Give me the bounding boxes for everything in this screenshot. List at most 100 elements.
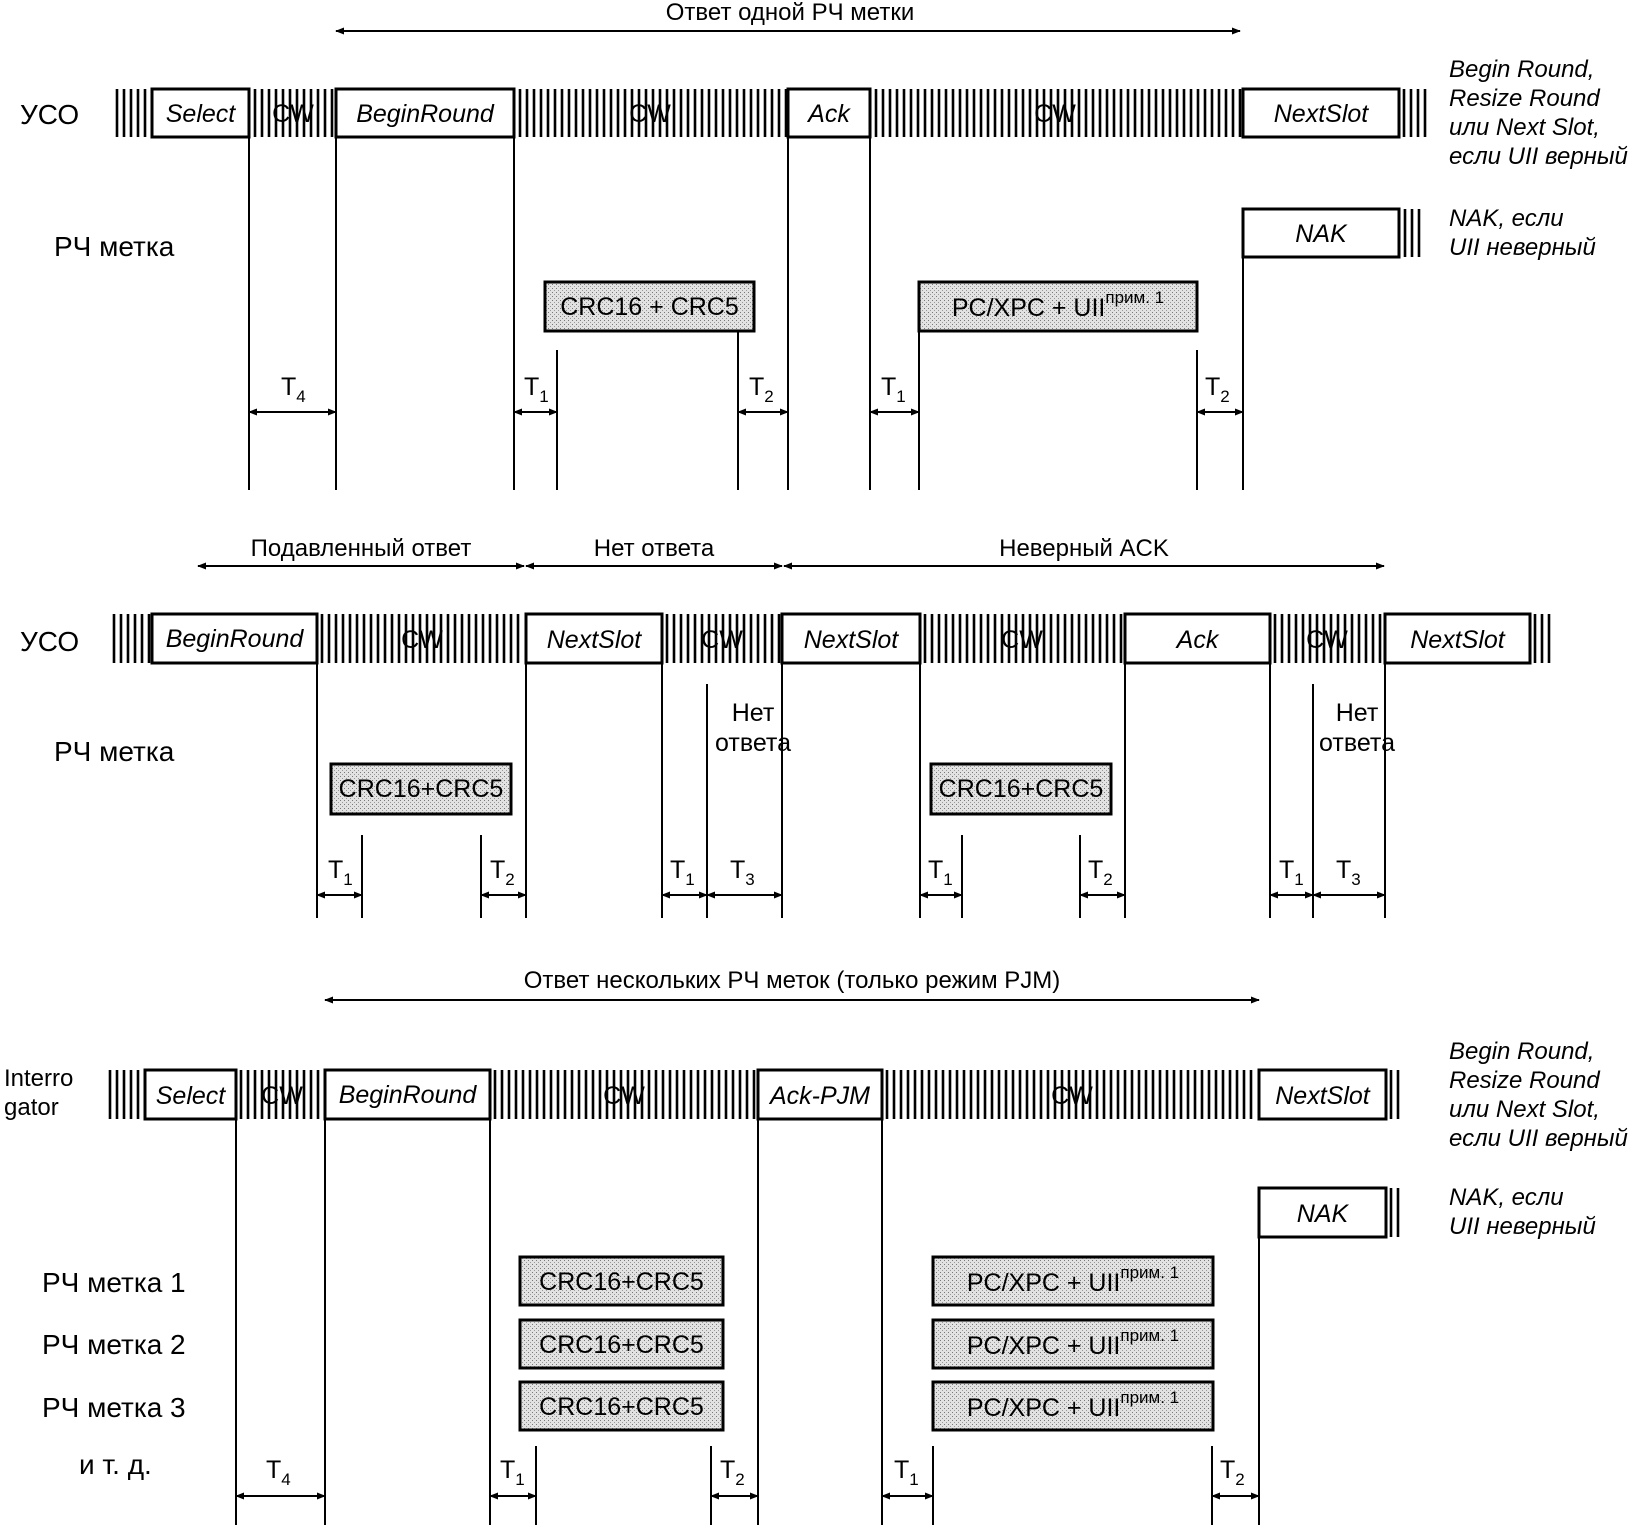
timing-t1: T1 (316, 856, 363, 899)
svg-text:CRC16+CRC5: CRC16+CRC5 (339, 775, 504, 803)
svg-text:NAK, если: NAK, если (1449, 205, 1564, 232)
cw-label: CW (1306, 626, 1348, 654)
svg-text:NAK: NAK (1295, 220, 1348, 248)
cw-label: CW (701, 626, 743, 654)
no-response-header: Нет ответа (594, 535, 715, 562)
svg-text:CRC16+CRC5: CRC16+CRC5 (939, 775, 1104, 803)
cw-label: CW (401, 626, 443, 654)
cw-label: CW (1001, 626, 1043, 654)
svg-text:BeginRound: BeginRound (166, 625, 305, 653)
tag-1-crc-response: CRC16+CRC5 (518, 1255, 725, 1307)
svg-text:T2: T2 (720, 1456, 745, 1489)
svg-text:CRC16+CRC5: CRC16+CRC5 (539, 1393, 704, 1421)
svg-text:T3: T3 (730, 856, 755, 889)
timing-t2: T2 (1211, 1456, 1260, 1500)
panel-multi-tag: Ответ нескольких РЧ меток (только режим … (4, 967, 1628, 1500)
svg-text:T1: T1 (881, 373, 906, 406)
timing-t2: T2 (710, 1456, 759, 1500)
svg-text:Resize Round: Resize Round (1449, 1067, 1600, 1094)
svg-text:T4: T4 (281, 373, 306, 406)
tag-2-pc-uii-response: PC/XPC + UIIприм. 1 (931, 1318, 1215, 1370)
next-slot-command: NextSlot (1383, 612, 1532, 665)
next-slot-command: NextSlot (524, 612, 664, 665)
suppressed-header: Подавленный ответ (251, 535, 472, 562)
cw-label: CW (629, 100, 671, 128)
begin-round-command: BeginRound (150, 612, 319, 665)
tag-2-label: РЧ метка 2 (42, 1329, 186, 1360)
svg-text:или Next Slot,: или Next Slot, (1449, 114, 1600, 141)
timing-t1: T1 (661, 856, 708, 899)
svg-text:CRC16+CRC5: CRC16+CRC5 (539, 1268, 704, 1296)
svg-text:T2: T2 (490, 856, 515, 889)
no-response-label: Нет ответа (1319, 699, 1395, 757)
tag-3-pc-uii-response: PC/XPC + UIIприм. 1 (931, 1380, 1215, 1432)
nak-note: NAK, если UII неверный (1449, 205, 1596, 261)
panel-error-cases: Подавленный ответ Нет ответа Неверный AC… (20, 535, 1532, 899)
svg-text:Resize Round: Resize Round (1449, 85, 1600, 112)
tag-3-crc-response: CRC16+CRC5 (518, 1380, 725, 1432)
cw-label: CW (1034, 100, 1076, 128)
svg-text:T1: T1 (328, 856, 353, 889)
nak-command: NAK (1241, 207, 1401, 259)
svg-text:gator: gator (4, 1094, 59, 1121)
svg-text:T1: T1 (670, 856, 695, 889)
svg-text:Нет: Нет (732, 699, 775, 727)
svg-text:UII неверный: UII неверный (1449, 234, 1596, 261)
svg-text:PC/XPC + UIIприм. 1: PC/XPC + UIIприм. 1 (967, 1326, 1179, 1360)
begin-round-command: BeginRound (334, 87, 516, 139)
tag-1-pc-uii-response: PC/XPC + UIIприм. 1 (931, 1255, 1215, 1307)
svg-text:PC/XPC + UIIприм. 1: PC/XPC + UIIприм. 1 (967, 1388, 1179, 1422)
timing-t1: T1 (869, 373, 920, 416)
timing-t1: T1 (489, 1456, 537, 1500)
svg-text:Ack: Ack (1175, 626, 1220, 654)
nak-note: NAK, если UII неверный (1449, 1184, 1596, 1240)
svg-text:ответа: ответа (1319, 729, 1395, 757)
continuous-wave-hatching (108, 89, 1551, 1237)
interrogator-label: УСО (20, 99, 79, 130)
crc-response: CRC16+CRC5 (329, 762, 513, 816)
tag-2-crc-response: CRC16+CRC5 (518, 1318, 725, 1370)
svg-text:Ack-PJM: Ack-PJM (768, 1082, 870, 1110)
invalid-ack-header: Неверный ACK (999, 535, 1169, 562)
next-slot-command: NextSlot (780, 612, 922, 665)
timing-t4: T4 (235, 1456, 326, 1500)
timing-t4: T4 (248, 373, 337, 416)
ack-pjm-command: Ack-PJM (756, 1068, 884, 1121)
svg-text:UII неверный: UII неверный (1449, 1213, 1596, 1240)
svg-text:T2: T2 (749, 373, 774, 406)
svg-text:Interro: Interro (4, 1065, 73, 1092)
svg-text:T1: T1 (500, 1456, 525, 1489)
interrogator-label: Interro gator (4, 1065, 73, 1121)
svg-text:NextSlot: NextSlot (1410, 626, 1506, 654)
tag-label: РЧ метка (54, 231, 175, 262)
next-slot-command: NextSlot (1257, 1068, 1388, 1121)
svg-text:T4: T4 (266, 1456, 291, 1489)
select-command: Select (150, 87, 251, 139)
svg-text:BeginRound: BeginRound (339, 1081, 478, 1109)
crc-response: CRC16+CRC5 (929, 762, 1113, 816)
svg-text:Begin Round,: Begin Round, (1449, 1038, 1594, 1065)
svg-text:PC/XPC + UIIприм. 1: PC/XPC + UIIприм. 1 (952, 288, 1164, 322)
ack-command: Ack (1123, 612, 1272, 665)
select-command: Select (143, 1068, 238, 1121)
nak-command: NAK (1257, 1186, 1388, 1239)
svg-text:NextSlot: NextSlot (1275, 1082, 1371, 1110)
timing-t3: T3 (1312, 856, 1386, 899)
cw-label: CW (603, 1082, 645, 1110)
tag-3-label: РЧ метка 3 (42, 1392, 186, 1423)
cw-label: CW (1051, 1082, 1093, 1110)
begin-round-note: Begin Round, Resize Round или Next Slot,… (1449, 1038, 1628, 1152)
begin-round-command: BeginRound (323, 1068, 492, 1121)
timing-lines (235, 137, 1386, 1525)
svg-text:T1: T1 (928, 856, 953, 889)
svg-text:T1: T1 (1279, 856, 1304, 889)
tag-label: РЧ метка (54, 736, 175, 767)
svg-text:если UII верный: если UII верный (1449, 1125, 1628, 1152)
svg-text:Нет: Нет (1336, 699, 1379, 727)
svg-text:T1: T1 (894, 1456, 919, 1489)
svg-text:Begin Round,: Begin Round, (1449, 56, 1594, 83)
ack-command: Ack (786, 87, 872, 139)
timing-t2: T2 (480, 856, 527, 899)
crc-response: CRC16 + CRC5 (543, 280, 756, 333)
